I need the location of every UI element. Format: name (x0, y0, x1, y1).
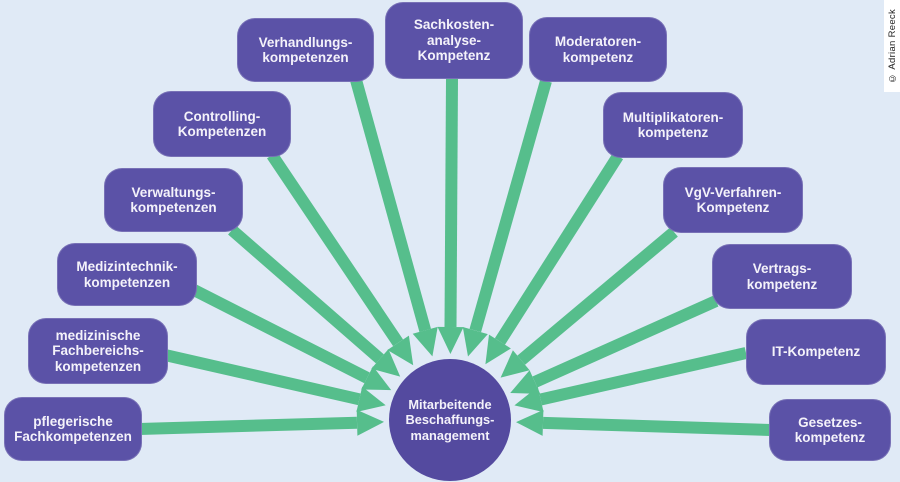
competency-box-verhandlungs: Verhandlungs- kompetenzen (237, 18, 374, 82)
arrow-verhandlungs (350, 78, 438, 357)
credit-text: © Adrian Reeck (886, 8, 898, 84)
arrow-sachkosten (437, 77, 464, 354)
arrow-medizintechnik (191, 284, 392, 391)
competency-box-vertrags: Vertrags- kompetenz (712, 244, 852, 309)
arrow-controlling (267, 151, 414, 366)
arrow-verwaltungs (228, 225, 401, 377)
center-node: Mitarbeitende Beschaffungs- management (389, 359, 511, 481)
competency-box-it: IT-Kompetenz (746, 319, 886, 385)
competency-box-vgv-verfahren: VgV-Verfahren- Kompetenz (663, 167, 803, 233)
arrow-pflegerische (138, 409, 384, 436)
competency-box-pflegerische: pflegerische Fachkompetenzen (4, 397, 142, 461)
arrow-fachbereichs (163, 349, 386, 412)
center-node-label: Mitarbeitende Beschaffungs- management (405, 397, 495, 443)
competency-box-controlling: Controlling- Kompetenzen (153, 91, 291, 157)
arrow-multiplikatoren (485, 152, 624, 365)
competency-box-gesetzes: Gesetzes- kompetenz (769, 399, 891, 461)
arrow-moderatoren (462, 79, 552, 357)
arrow-it (514, 347, 748, 413)
competency-box-medizintechnik: Medizintechnik- kompetenzen (57, 243, 197, 306)
competency-box-multiplikatoren: Multiplikatoren- kompetenz (603, 92, 743, 158)
arrow-vgv-verfahren (500, 227, 678, 378)
competency-box-moderatoren: Moderatoren- kompetenz (529, 17, 667, 82)
competency-box-sachkosten: Sachkosten- analyse- Kompetenz (385, 2, 523, 79)
arrow-vertrags (510, 295, 719, 394)
credit-strip: © Adrian Reeck (884, 0, 900, 92)
arrow-gesetzes (516, 409, 772, 436)
competency-box-fachbereichs: medizinische Fachbereichs- kompetenzen (28, 318, 168, 384)
competency-box-verwaltungs: Verwaltungs- kompetenzen (104, 168, 243, 232)
